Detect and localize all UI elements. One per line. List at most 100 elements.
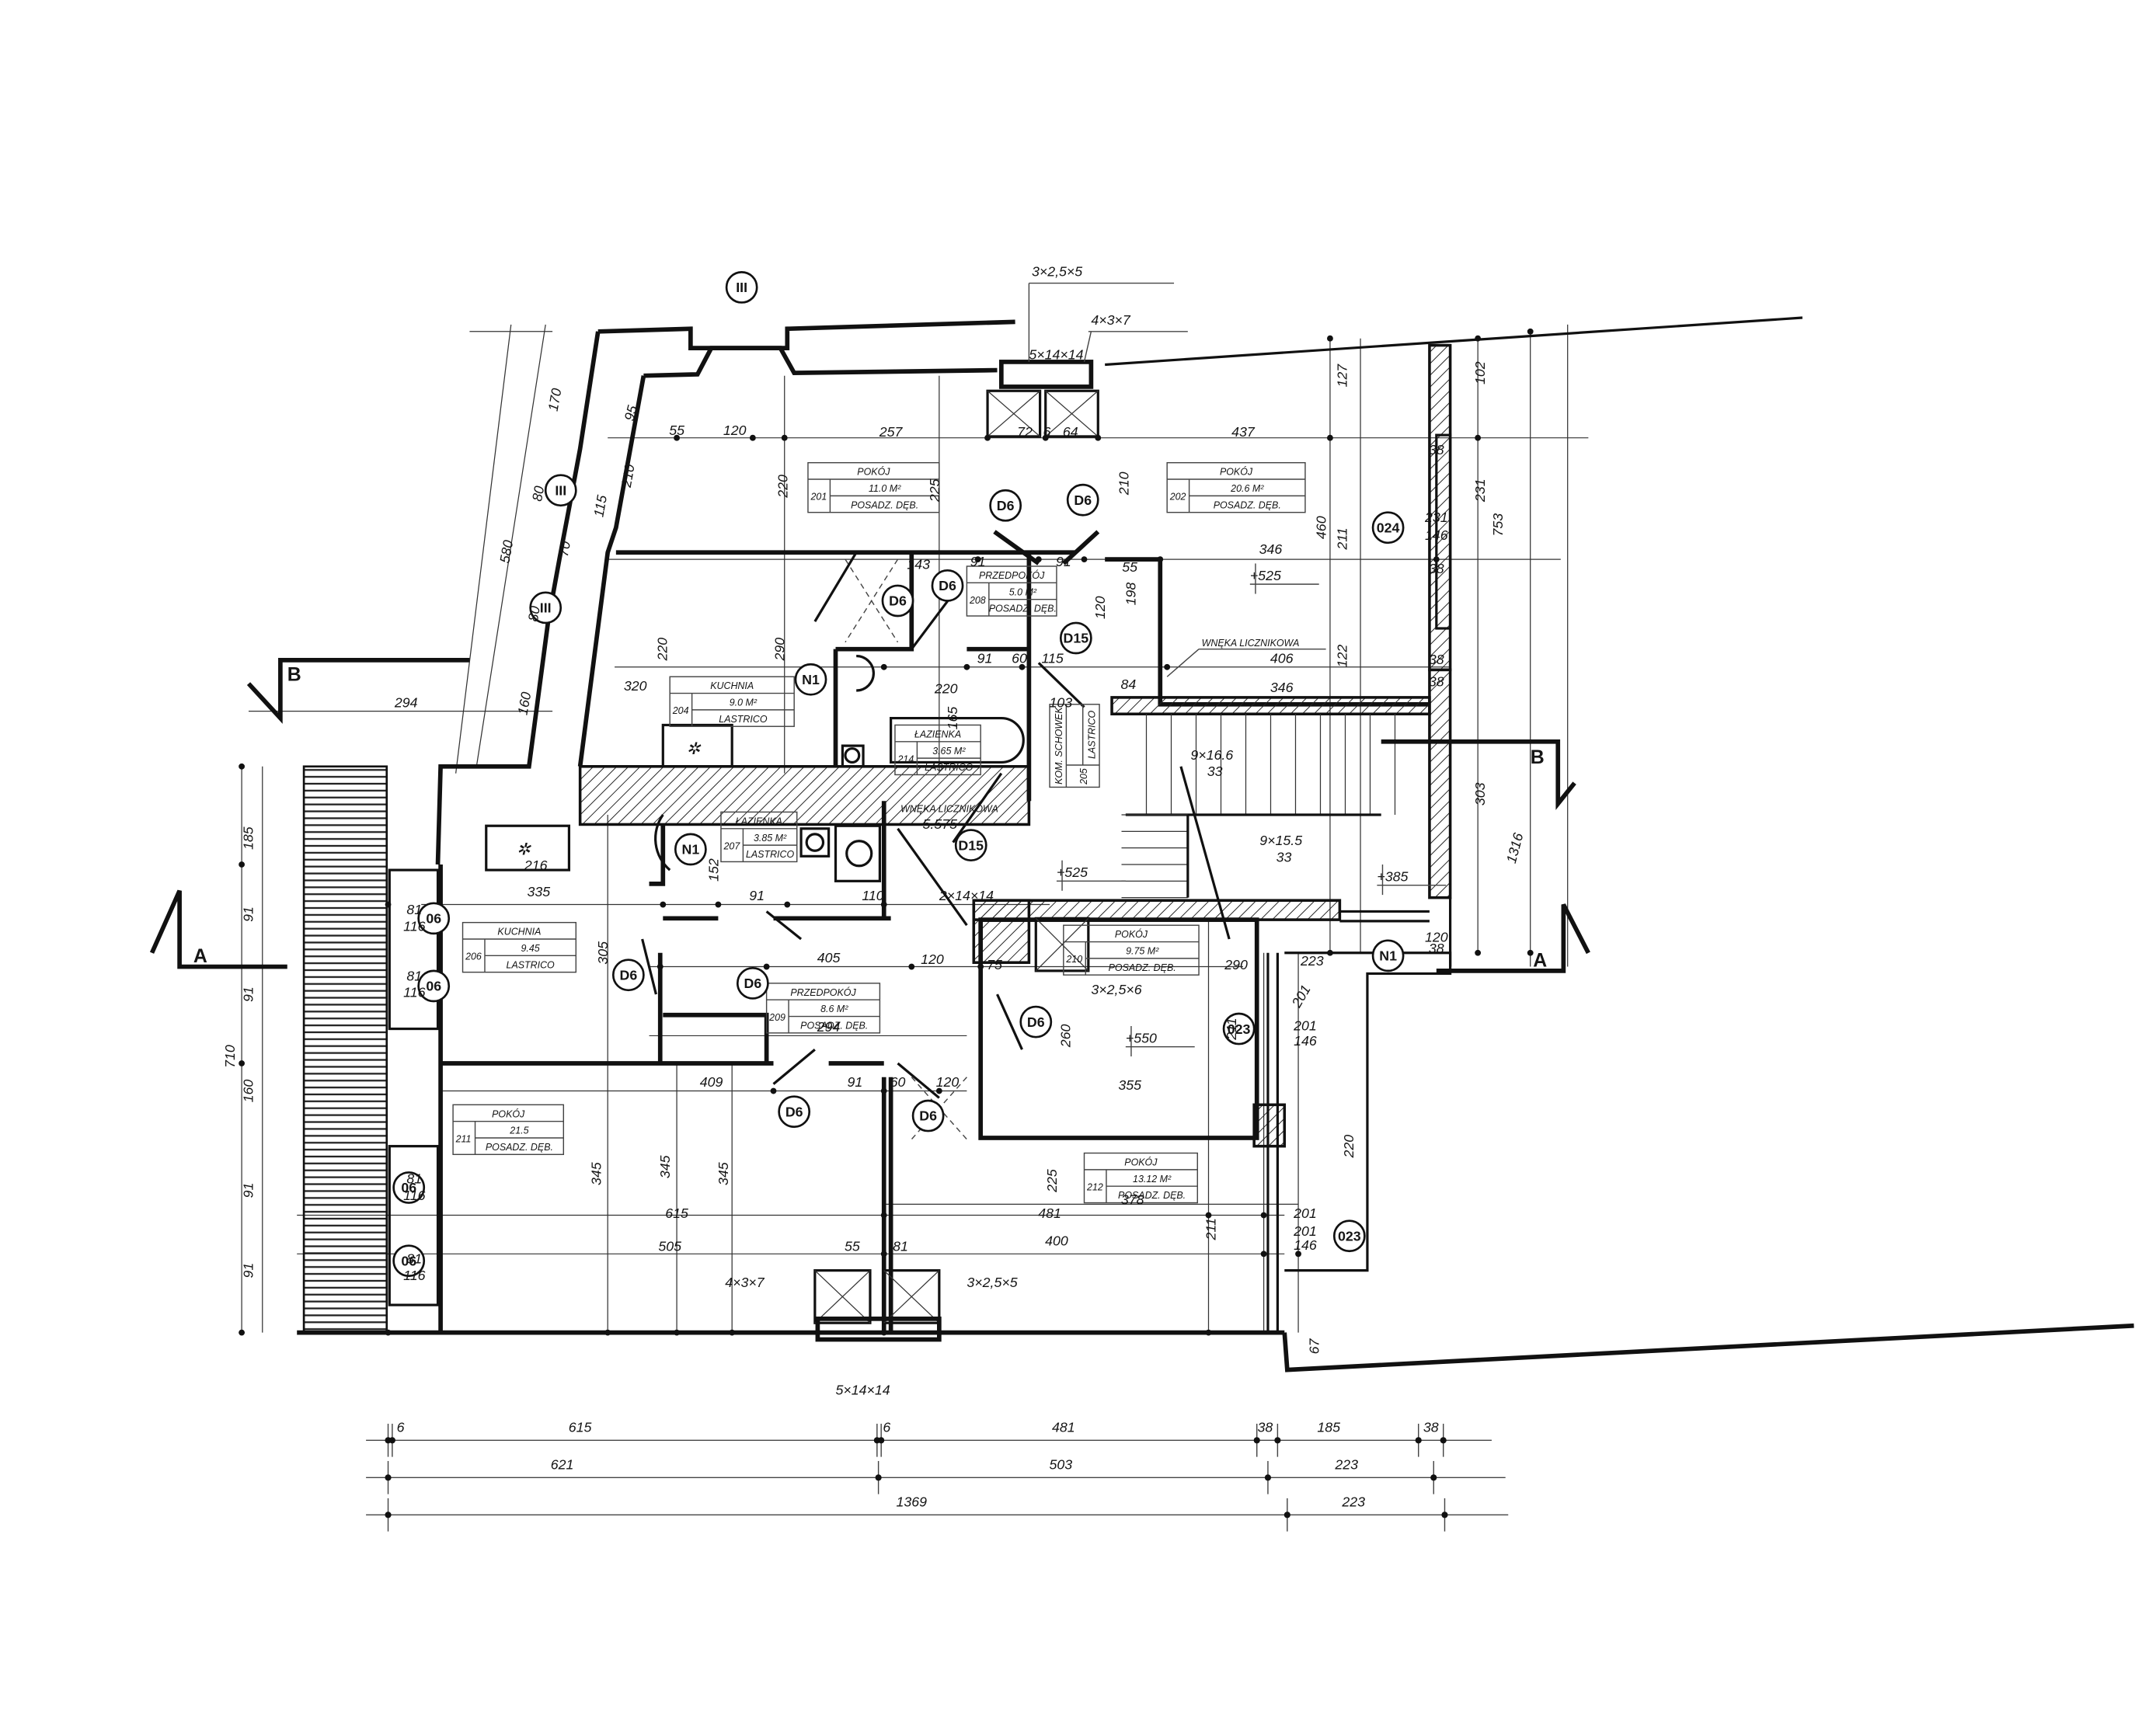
room-number: 204 — [672, 705, 689, 716]
dimension-label: 220 — [934, 681, 958, 697]
dimension-node — [1095, 434, 1102, 441]
room-name: POKÓJ — [1124, 1157, 1158, 1168]
chain-dimension: 38 — [1257, 1420, 1273, 1435]
dimension-label: 303 — [1472, 782, 1488, 805]
room-area: 5.0 M² — [1009, 586, 1037, 597]
level-mark: +525 — [1250, 568, 1281, 583]
duct-size-label: 2×14×14 — [939, 888, 994, 903]
section-label: B — [1531, 746, 1545, 768]
door-tag-circle — [736, 966, 769, 1000]
dimension-label: 38 — [1429, 941, 1444, 956]
axis-marker: III — [540, 600, 552, 616]
dimension-node — [880, 1251, 887, 1258]
dimension-node — [239, 861, 246, 868]
axis-marker: III — [555, 482, 566, 498]
chain-node — [385, 1474, 392, 1481]
dimension-node — [1157, 556, 1164, 563]
dimension-node — [1527, 328, 1534, 335]
level-mark: +550 — [1126, 1030, 1157, 1045]
dimension-node — [715, 901, 722, 908]
dimension-node — [880, 1087, 887, 1094]
dimension-label: 346 — [1270, 680, 1294, 695]
room-area: 3.65 M² — [932, 746, 966, 757]
room-floor: POSADZ. DĘB. — [800, 1021, 868, 1031]
dimension-label: 91 — [977, 650, 993, 666]
chain-node — [385, 1512, 392, 1519]
duct-size-label: 5×14×14 — [1029, 346, 1083, 362]
dimension-label: 80 — [529, 485, 547, 503]
dimension-label: 378 — [1121, 1192, 1144, 1207]
duct-size-label: 3×2,5×6 — [1091, 982, 1141, 997]
chain-node — [388, 1437, 395, 1444]
dimension-node — [1260, 1251, 1267, 1258]
section-marker-b-left: B — [246, 658, 470, 724]
room-floor: LASTRICO — [719, 714, 768, 725]
room-floor: LASTRICO — [507, 959, 556, 970]
dimension-node — [984, 434, 991, 441]
chain-dimension: 481 — [1052, 1420, 1075, 1435]
dimension-label: 210 — [1116, 471, 1131, 496]
door-tag-circle — [931, 569, 964, 602]
dimension-label: 400 — [1045, 1233, 1068, 1249]
dimension-node — [1205, 1212, 1212, 1219]
dimension-label: 116 — [403, 1268, 425, 1283]
dimension-label: 198 — [1123, 583, 1138, 606]
dimension-node — [660, 901, 667, 908]
ventilation-ducts: ✲ ✲ — [485, 360, 1099, 1342]
dimension-label: 211 — [1334, 527, 1350, 550]
dimension-label: 72 — [1017, 424, 1033, 440]
dimension-node — [880, 663, 887, 670]
dimension-label: 220 — [775, 475, 790, 499]
chain-node — [1440, 1437, 1447, 1444]
door-tag: D15 — [1064, 631, 1089, 646]
dimension-label: 70 — [556, 540, 573, 558]
door-tag: D6 — [1074, 492, 1092, 508]
chain-dimension: 6 — [883, 1420, 890, 1435]
dimension-label: 67 — [1307, 1338, 1322, 1354]
chain-dimension: 1369 — [897, 1494, 928, 1510]
dimension-node — [1035, 556, 1042, 563]
room-number: 214 — [897, 753, 914, 764]
dimension-label: 122 — [1334, 645, 1350, 668]
room-floor: POSADZ. DĘB. — [486, 1142, 553, 1153]
meter-niche-label: WNĘKA LICZNIKOWA — [900, 803, 998, 814]
chain-dimension: 223 — [1334, 1457, 1358, 1473]
duct-size-label: 4×3×7 — [1091, 312, 1131, 328]
chain-node — [875, 1474, 882, 1481]
dimension-node — [1433, 556, 1440, 563]
dimension-label: 211 — [1224, 1018, 1239, 1040]
dimension-label: 81 — [406, 968, 422, 983]
dimension-node — [1205, 1329, 1212, 1336]
door-tag-circle — [881, 584, 914, 618]
axis-marker-circle — [529, 591, 563, 624]
window-tag-circle — [1332, 1219, 1366, 1253]
dimension-node — [1527, 949, 1534, 956]
room-area: 13.12 M² — [1133, 1174, 1172, 1185]
dimension-node — [239, 1060, 246, 1066]
dimension-label: 290 — [1224, 957, 1248, 972]
dimension-label: 55 — [1122, 559, 1137, 575]
room-name: POKÓJ — [1220, 466, 1253, 478]
chain-node — [1430, 1474, 1437, 1481]
dimension-label: 38 — [1429, 674, 1444, 690]
dimension-label: 116 — [403, 1188, 425, 1203]
dimension-label: 38 — [1429, 652, 1444, 667]
dimension-label: 127 — [1334, 364, 1350, 388]
dimension-label: 6 — [1043, 424, 1051, 440]
level-mark: +385 — [1377, 868, 1408, 884]
window-tag: 06 — [401, 1253, 416, 1268]
dimension-label: 220 — [1341, 1135, 1357, 1159]
dimension-node — [781, 434, 788, 441]
room-floor: POSADZ. DĘB. — [851, 499, 918, 510]
room-floor: LASTRICO — [1087, 710, 1098, 759]
dimension-label: 146 — [1425, 527, 1448, 543]
dimension-label: 405 — [817, 950, 841, 965]
chain-node — [1283, 1512, 1290, 1519]
